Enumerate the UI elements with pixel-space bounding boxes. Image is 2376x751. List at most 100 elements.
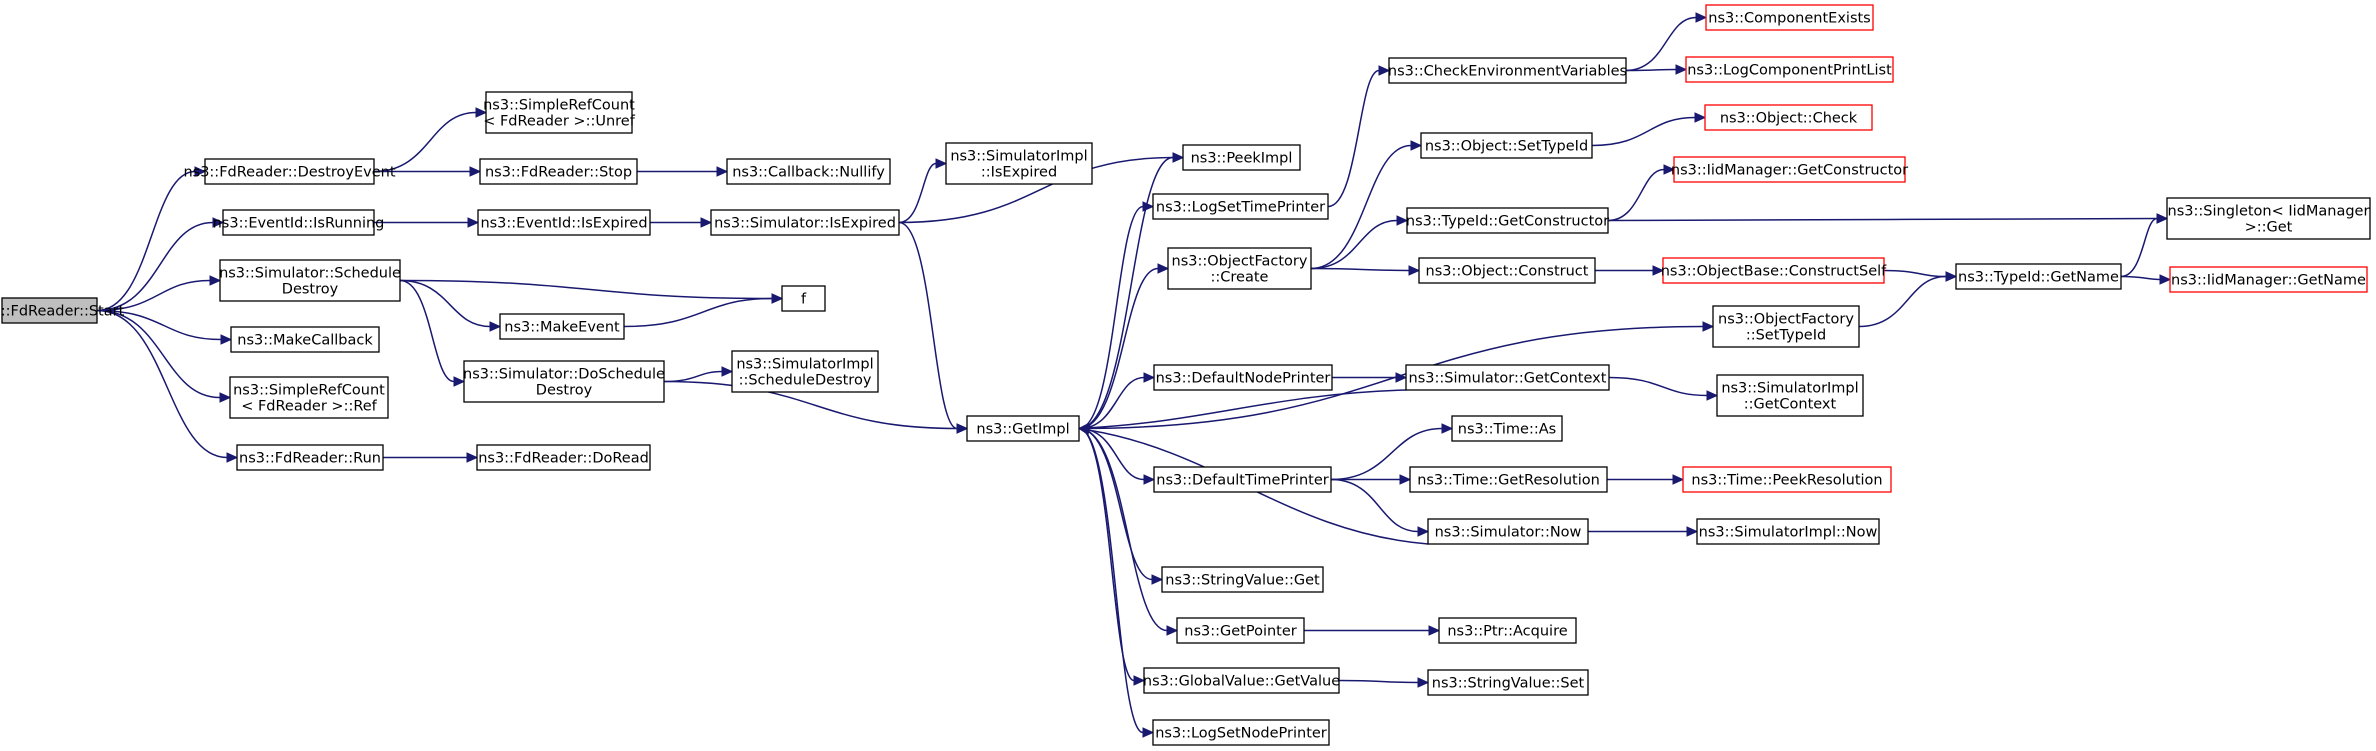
node-box — [781, 285, 826, 312]
node-implSchedDestroy[interactable]: ns3::SimulatorImpl::ScheduleDestroy — [731, 350, 879, 393]
node-label: ns3::EventId::IsExpired — [480, 216, 647, 232]
edge-arrowhead — [475, 107, 488, 118]
node-label: ns3::DefaultTimePrinter — [1156, 473, 1328, 489]
node-logCompPrint[interactable]: ns3::LogComponentPrintList — [1685, 56, 1894, 83]
node-box — [1176, 617, 1305, 644]
node-box — [1153, 364, 1333, 391]
node-checkEnv[interactable]: ns3::CheckEnvironmentVariables — [1388, 57, 1627, 84]
node-box — [731, 350, 879, 393]
node-ptrAcquire[interactable]: ns3::Ptr::Acquire — [1438, 617, 1577, 644]
node-label: ns3::IidManager::GetConstructor — [1671, 163, 1908, 179]
node-box — [1152, 193, 1329, 220]
node-isRunning[interactable]: ns3::EventId::IsRunning — [213, 209, 385, 236]
node-label: ns3::PeekImpl — [1191, 151, 1293, 167]
node-simIsExpired[interactable]: ns3::Simulator::IsExpired — [710, 209, 900, 236]
node-objCheck[interactable]: ns3::Object::Check — [1704, 104, 1873, 131]
node-box — [1405, 364, 1610, 391]
node-makeCallback[interactable]: ns3::MakeCallback — [230, 326, 380, 353]
edge-objConstruct-to-objBaseCS — [1594, 265, 1665, 276]
node-doRead[interactable]: ns3::FdReader::DoRead — [476, 444, 651, 471]
node-label: Destroy — [282, 282, 339, 298]
edge-arrowhead — [1417, 526, 1430, 537]
edge-start-to-schedDestroy — [96, 275, 222, 312]
node-label: ns3::SimulatorImpl::Now — [1699, 525, 1878, 541]
edge-defTimePrinter-to-timeAs — [1330, 423, 1454, 481]
node-implIsExpired[interactable]: ns3::SimulatorImpl::IsExpired — [945, 142, 1093, 185]
node-logSetNode[interactable]: ns3::LogSetNodePrinter — [1152, 719, 1330, 746]
node-destroyEvent[interactable]: ns3::FdReader::DestroyEvent — [183, 158, 396, 185]
node-f[interactable]: f — [781, 285, 826, 312]
node-timeGetRes[interactable]: ns3::Time::GetResolution — [1409, 466, 1608, 493]
node-objConstruct[interactable]: ns3::Object::Construct — [1418, 257, 1596, 284]
edge-simIsExpired-to-getImpl — [898, 221, 969, 434]
node-schedDestroy[interactable]: ns3::Simulator::ScheduleDestroy — [219, 259, 401, 302]
node-tidGetName[interactable]: ns3::TypeId::GetName — [1955, 263, 2122, 290]
edge-line — [1078, 427, 1153, 581]
node-nullify[interactable]: ns3::Callback::Nullify — [726, 158, 891, 185]
edge-arrowhead — [1428, 625, 1441, 636]
node-label: ns3::FdReader::Start — [0, 304, 125, 320]
edge-line — [96, 309, 222, 341]
edge-line — [1078, 156, 1174, 430]
node-refSimple[interactable]: ns3::SimpleRefCount< FdReader >::Ref — [229, 376, 389, 419]
edge-logSetTime-to-checkEnv — [1327, 65, 1391, 208]
node-getImpl[interactable]: ns3::GetImpl — [966, 415, 1080, 442]
node-run[interactable]: ns3::FdReader::Run — [236, 444, 384, 471]
node-strValGet[interactable]: ns3::StringValue::Get — [1161, 566, 1324, 593]
node-compExists[interactable]: ns3::ComponentExists — [1705, 4, 1874, 31]
node-gvGetValue[interactable]: ns3::GlobalValue::GetValue — [1143, 667, 1340, 694]
node-stop[interactable]: ns3::FdReader::Stop — [479, 158, 638, 185]
edge-line — [1078, 267, 1159, 430]
node-strValSet[interactable]: ns3::StringValue::Set — [1427, 669, 1589, 696]
edge-line — [1608, 376, 1708, 397]
node-logSetTime[interactable]: ns3::LogSetTimePrinter — [1152, 193, 1329, 220]
edge-arrowhead — [1142, 727, 1155, 738]
node-label: ::SetTypeId — [1746, 328, 1826, 344]
node-simNow[interactable]: ns3::Simulator::Now — [1427, 518, 1589, 545]
node-timeAs[interactable]: ns3::Time::As — [1451, 415, 1563, 442]
edge-arrowhead — [956, 423, 969, 434]
node-singleton[interactable]: ns3::Singleton< IidManager >::Get — [2166, 197, 2371, 240]
edge-arrowhead — [1408, 265, 1421, 276]
node-label: ns3::SimulatorImpl — [1721, 381, 1858, 397]
node-start[interactable]: ns3::FdReader::Start — [0, 297, 125, 324]
node-makeEvent[interactable]: ns3::MakeEvent — [499, 313, 625, 340]
edge-getImpl-to-peekImpl — [1078, 152, 1185, 430]
node-timePeekRes[interactable]: ns3::Time::PeekResolution — [1682, 466, 1892, 493]
node-implNow[interactable]: ns3::SimulatorImpl::Now — [1696, 518, 1880, 545]
edge-schedDestroy-to-makeEvent — [399, 279, 502, 332]
node-box — [1406, 207, 1609, 234]
node-getPointer[interactable]: ns3::GetPointer — [1176, 617, 1305, 644]
node-box — [1673, 156, 1906, 183]
node-defNodePrinter[interactable]: ns3::DefaultNodePrinter — [1153, 364, 1333, 391]
node-iidGetCtor[interactable]: ns3::IidManager::GetConstructor — [1671, 156, 1908, 183]
node-iidGetName[interactable]: ns3::IidManager::GetName — [2169, 266, 2368, 293]
node-defTimePrinter[interactable]: ns3::DefaultTimePrinter — [1153, 466, 1332, 493]
node-peekImpl[interactable]: ns3::PeekImpl — [1182, 144, 1301, 171]
node-box — [1955, 263, 2122, 290]
edge-arrowhead — [1694, 112, 1707, 123]
node-isExpired[interactable]: ns3::EventId::IsExpired — [477, 209, 651, 236]
node-simGetContext[interactable]: ns3::Simulator::GetContext — [1405, 364, 1610, 391]
node-box — [1153, 466, 1332, 493]
node-ofSetTypeId[interactable]: ns3::ObjectFactory::SetTypeId — [1712, 305, 1860, 348]
node-tidGetCtor[interactable]: ns3::TypeId::GetConstructor — [1406, 207, 1609, 234]
edge-arrowhead — [1077, 425, 1091, 436]
node-setTypeId[interactable]: ns3::Object::SetTypeId — [1420, 132, 1593, 159]
node-objFactCreate[interactable]: ns3::ObjectFactory::Create — [1167, 247, 1312, 290]
edge-defTimePrinter-to-timeGetRes — [1330, 474, 1412, 485]
node-unref[interactable]: ns3::SimpleRefCount< FdReader >::Unref — [483, 91, 636, 134]
node-objBaseCS[interactable]: ns3::ObjectBase::ConstructSelf — [1661, 257, 1887, 284]
node-label: ::IsExpired — [981, 165, 1057, 181]
node-label: ns3::FdReader::DoRead — [478, 451, 649, 467]
node-label: ns3::LogSetTimePrinter — [1156, 200, 1325, 216]
node-label: ns3::StringValue::Set — [1432, 676, 1585, 692]
node-label: ::Create — [1211, 270, 1269, 286]
edge-line — [1310, 144, 1412, 270]
node-label: ns3::IidManager::GetName — [2171, 273, 2366, 289]
edge-line — [96, 309, 228, 459]
node-implGetContext[interactable]: ns3::SimulatorImpl::GetContext — [1716, 374, 1864, 417]
node-label: ns3::Simulator::DoSchedule — [463, 367, 665, 383]
edge-arrowhead — [194, 166, 207, 177]
